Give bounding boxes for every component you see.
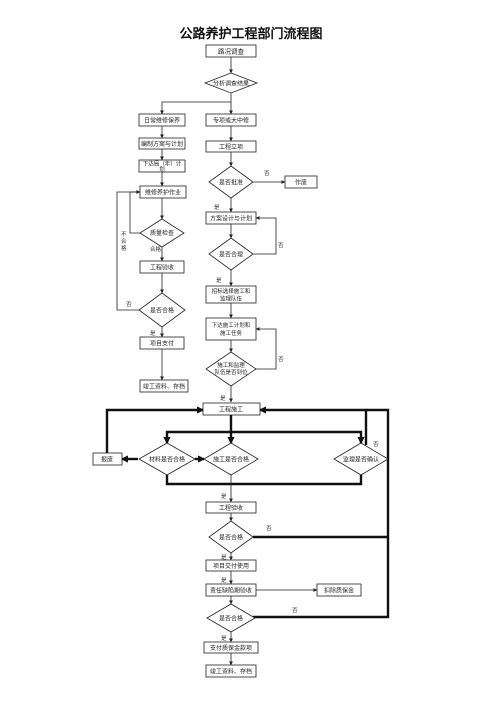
label-deliver-yes: 是 <box>221 577 227 584</box>
node-analyze: 分析调查结果 <box>203 72 259 94</box>
node-build-ok: 施工是否合格 <box>203 442 259 476</box>
node-pass2: 是否合格 <box>208 520 254 554</box>
svg-text:材料是否合格: 材料是否合格 <box>149 456 185 464</box>
label-supervise-no: 否 <box>373 441 379 448</box>
svg-text:划: 划 <box>159 165 165 173</box>
node-cancel: 作废 <box>284 175 318 189</box>
svg-text:工程验收: 工程验收 <box>219 504 243 512</box>
label-team-yes: 是 <box>220 395 226 402</box>
lower-connectors <box>229 475 318 666</box>
svg-text:是否批准: 是否批准 <box>219 179 243 187</box>
node-archive2: 竣工资料、存档 <box>205 664 257 678</box>
node-daily: 日常维修保养 <box>138 113 186 127</box>
node-pay1: 项目支付 <box>139 336 185 350</box>
svg-text:报废: 报废 <box>101 456 113 464</box>
node-plan: 编制方案与计划 <box>138 137 186 150</box>
node-pay2: 支付质保金款项 <box>203 641 259 654</box>
node-special: 专项或大中修 <box>205 113 257 127</box>
svg-text:下达局（年）计: 下达局（年）计 <box>143 160 182 168</box>
svg-text:方案设计与计划: 方案设计与计划 <box>210 215 252 223</box>
page-title: 公路养护工程部门流程图 <box>179 26 322 42</box>
svg-text:项目交付使用: 项目交付使用 <box>213 562 249 570</box>
label-pass3-yes: 是 <box>221 635 227 642</box>
node-project-setup: 工程立项 <box>205 140 257 153</box>
node-supervise: 监理是否确认 <box>333 442 389 476</box>
label-reasonable-yes: 是 <box>216 277 222 284</box>
svg-text:是否合格: 是否合格 <box>219 534 243 542</box>
svg-text:分析调查结果: 分析调查结果 <box>213 80 249 88</box>
svg-text:下达施工计划和: 下达施工计划和 <box>212 321 251 329</box>
node-issue: 下达施工计划和 施工任务 <box>205 317 257 341</box>
svg-text:扣除质保金: 扣除质保金 <box>324 587 354 595</box>
label-reasonable-no: 否 <box>278 242 284 249</box>
node-deliver: 项目交付使用 <box>205 559 257 572</box>
svg-text:专项或大中修: 专项或大中修 <box>213 117 249 125</box>
svg-text:项目支付: 项目支付 <box>150 340 174 348</box>
node-deduct: 扣除质保金 <box>316 583 362 597</box>
edge-labels: 否 是 合格 不合格 否 是 否 是 否 是 否 是 否 是 是 否 是 <box>121 170 379 642</box>
svg-text:监理是否确认: 监理是否确认 <box>343 456 379 464</box>
node-maint-work: 维修养护作业 <box>139 185 187 199</box>
label-approve-yes: 是 <box>214 204 220 211</box>
node-scrap: 报废 <box>92 452 123 466</box>
label-build-yes: 是 <box>221 493 227 500</box>
node-pass1: 是否合格 <box>138 292 186 328</box>
node-survey: 路况调查 <box>205 44 257 58</box>
svg-text:工程立项: 工程立项 <box>219 143 243 151</box>
svg-text:监理队伍: 监理队伍 <box>220 295 243 303</box>
node-team: 施工和监理 队伍是否到位 <box>205 351 257 387</box>
label-team-no: 否 <box>278 356 284 363</box>
node-approve: 是否批准 <box>208 165 254 199</box>
label-pass2-no: 否 <box>266 525 272 532</box>
svg-text:施工是否合格: 施工是否合格 <box>213 456 249 464</box>
svg-text:日常维修保养: 日常维修保养 <box>144 117 180 125</box>
svg-text:施工任务: 施工任务 <box>220 329 243 337</box>
svg-text:工程施工: 工程施工 <box>219 406 243 414</box>
node-defect: 责任缺陷期验收 <box>205 583 257 597</box>
svg-text:是否合理: 是否合理 <box>219 251 243 259</box>
svg-text:支付质保金款项: 支付质保金款项 <box>210 644 252 652</box>
connectors <box>116 57 286 403</box>
svg-text:招标选择施工和: 招标选择施工和 <box>212 287 251 295</box>
svg-text:工程验收: 工程验收 <box>150 264 174 272</box>
label-quality-ok: 合格 <box>150 245 162 253</box>
svg-text:队伍是否到位: 队伍是否到位 <box>214 368 248 376</box>
bold-connectors <box>105 406 390 619</box>
node-accept1: 工程验收 <box>139 260 185 274</box>
svg-text:竣工资料、存档: 竣工资料、存档 <box>210 668 252 676</box>
svg-text:路况调查: 路况调查 <box>218 47 245 56</box>
node-construct: 工程施工 <box>202 402 261 416</box>
svg-text:编制方案与计划: 编制方案与计划 <box>141 140 183 148</box>
node-material: 材料是否合格 <box>138 442 196 476</box>
svg-text:质量检查: 质量检查 <box>150 229 174 237</box>
svg-text:作废: 作废 <box>295 179 307 187</box>
svg-text:施工和监理: 施工和监理 <box>217 361 245 369</box>
svg-text:竣工资料、存档: 竣工资料、存档 <box>143 383 185 391</box>
node-pass3: 是否合格 <box>206 603 256 633</box>
node-quality: 质量检查 <box>139 218 185 248</box>
svg-text:责任缺陷期验收: 责任缺陷期验收 <box>210 587 252 595</box>
svg-text:是否合格: 是否合格 <box>150 307 174 315</box>
label-approve-no: 否 <box>264 170 270 177</box>
node-bid: 招标选择施工和 监理队伍 <box>205 285 257 304</box>
label-not-ok-1: 不合格 <box>121 231 127 252</box>
node-design: 方案设计与计划 <box>205 211 257 225</box>
svg-text:维修养护作业: 维修养护作业 <box>145 189 181 197</box>
label-pass1-yes: 是 <box>150 330 156 337</box>
node-reasonable: 是否合理 <box>208 237 254 271</box>
node-accept2: 工程验收 <box>205 501 257 514</box>
label-pass2-yes: 是 <box>221 554 227 561</box>
label-pass1-no: 否 <box>126 301 132 308</box>
node-dispatch: 下达局（年）计 划 <box>138 160 186 173</box>
label-pass3-no: 否 <box>292 607 298 614</box>
node-archive1: 竣工资料、存档 <box>139 379 189 393</box>
svg-text:是否合格: 是否合格 <box>219 615 243 623</box>
